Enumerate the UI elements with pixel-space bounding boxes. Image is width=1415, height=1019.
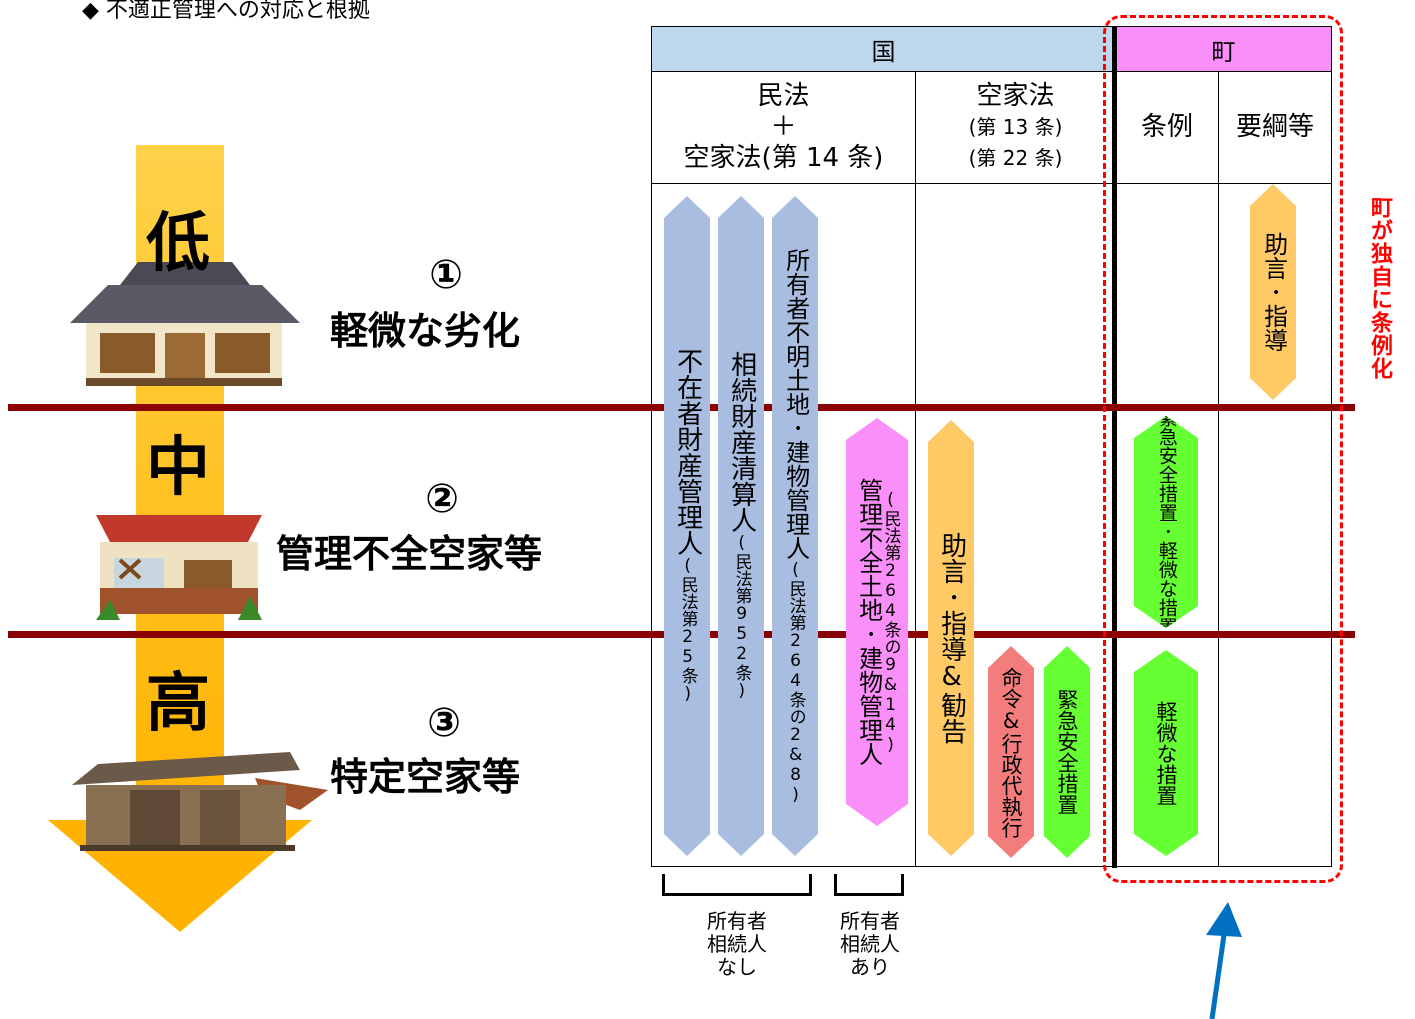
pill-emergency-and-minor-measures: 緊急安全措置･軽微な措置 [1134,416,1198,628]
stage-1-number: ① [429,252,463,298]
pill-mismanaged-property-administrator: 管理不全土地･建物管理人 (民法第264条の9&14) [846,418,908,826]
pill-advice-guidance: 助言･指導 [1250,184,1296,400]
pill-emergency-safety-measures: 緊急安全措置 [1044,646,1090,858]
label-with-heir: 所有者 相続人 あり [840,909,900,979]
stage-2-number: ② [425,476,459,522]
bracket-no-heir [662,874,812,896]
header-guidelines: 要綱等 [1218,71,1332,184]
traditional-house-icon [70,262,300,386]
divider-line [1112,26,1117,868]
level-low-label: 低 [146,207,210,281]
pill-unknown-owner-administrator: 所有者不明土地･建物管理人(民法第264条の2&8) [772,196,818,856]
level-high-label: 高 [146,667,210,741]
label-no-heir: 所有者 相続人 なし [707,909,767,979]
damaged-house-icon [96,515,262,620]
stage-3-name: 特定空家等 [330,755,521,799]
pill-order-administrative-execution: 命令&行政代執行 [988,646,1034,858]
page-heading: ◆ 不適正管理への対応と根拠 [82,0,370,23]
level-mid-label: 中 [146,431,210,505]
bracket-with-heir [834,874,904,896]
pill-minor-measures: 軽微な措置 [1134,650,1198,856]
pill-absentee-property-administrator: 不在者財産管理人(民法第25条) [664,196,710,856]
header-national: 国 [651,26,1116,72]
header-civil-law: 民法 ＋ 空家法(第 14 条) [651,71,916,184]
header-ordinance: 条例 [1115,71,1219,184]
town-ordinance-label: 町が独自に条例化 [1367,196,1392,380]
blue-pointer-arrow [1206,902,1242,1019]
level-arrow-shaft [136,145,224,825]
pill-advice-guidance-recommendation: 助言･指導&勧告 [928,420,974,856]
stage-3-number: ③ [427,700,461,746]
stage-2-name: 管理不全空家等 [276,532,543,576]
stage-1-name: 軽微な劣化 [330,309,521,353]
town-ordinance-highlight [1103,15,1343,883]
pill-inheritance-estate-liquidator: 相続財産清算人(民法第952条) [718,196,764,856]
header-vacant-house-law: 空家法 (第 13 条) (第 22 条) [915,71,1116,184]
ruined-house-icon [72,752,328,851]
header-town: 町 [1115,26,1332,72]
